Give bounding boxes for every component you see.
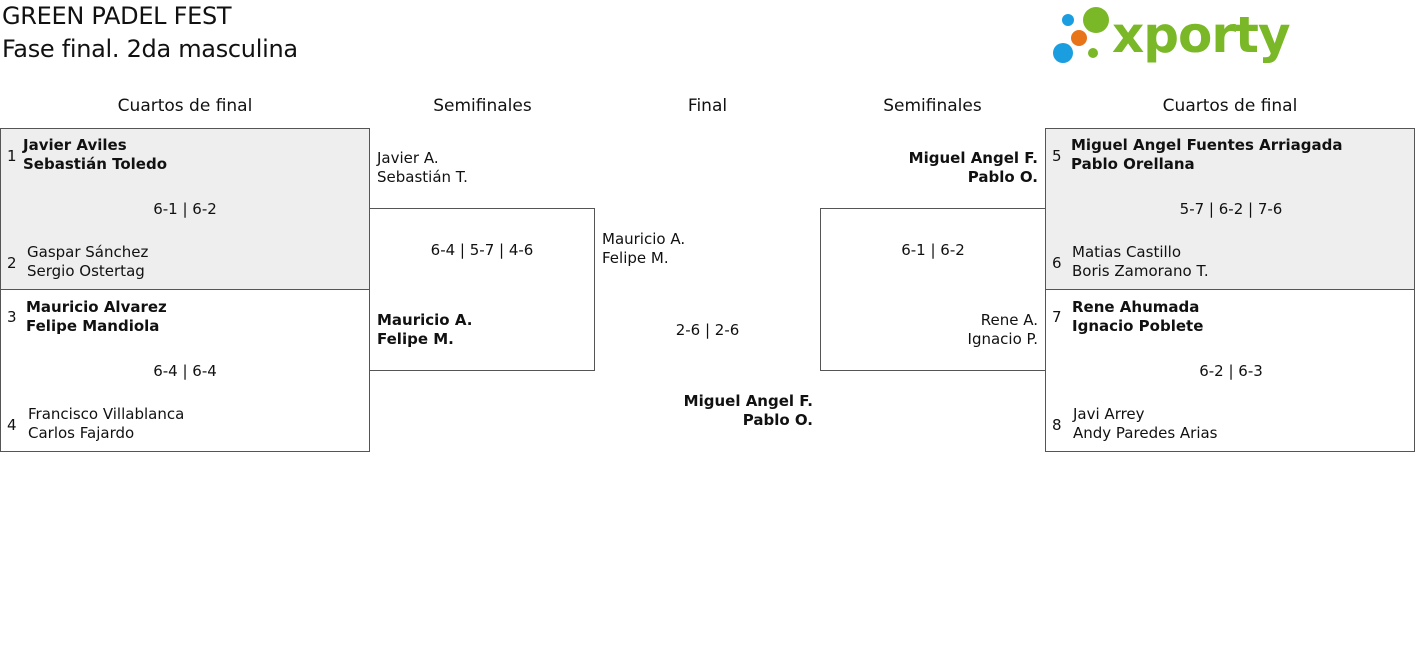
team-loser[interactable]: Rene A. Ignacio P. (827, 311, 1038, 349)
player-name: Mauricio Alvarez (26, 298, 167, 316)
final-team-top[interactable]: Mauricio A. Felipe M. (602, 230, 685, 268)
team-loser[interactable]: Matias Castillo Boris Zamorano T. (1072, 243, 1209, 281)
player-name: Miguel Angel Fuentes Arriagada (1071, 136, 1343, 154)
player-name: Felipe M. (602, 249, 669, 267)
team-winner[interactable]: Miguel Angel Fuentes Arriagada Pablo Ore… (1071, 136, 1343, 174)
player-name: Miguel Angel F. (683, 392, 813, 410)
left-sf-team-top[interactable]: Javier A. Sebastián T. (377, 149, 468, 187)
player-name: Mauricio A. (377, 311, 473, 329)
player-name: Felipe M. (377, 330, 454, 348)
final-team-winner[interactable]: Miguel Angel F. Pablo O. (600, 392, 813, 430)
match-score: 6-2 | 6-3 (1199, 362, 1263, 380)
header-right-semis: Semifinales (883, 96, 982, 116)
player-name: Javier Aviles (23, 136, 127, 154)
player-name: Mauricio A. (602, 230, 686, 248)
header-left-semis: Semifinales (433, 96, 532, 116)
player-name: Ignacio Poblete (1072, 317, 1204, 335)
player-name: Miguel Angel F. (908, 149, 1038, 167)
team-loser[interactable]: Francisco Villablanca Carlos Fajardo (28, 405, 184, 443)
player-name: Boris Zamorano T. (1072, 262, 1209, 280)
player-name: Matias Castillo (1072, 243, 1181, 261)
player-name: Ignacio P. (967, 330, 1038, 348)
player-name: Felipe Mandiola (26, 317, 160, 335)
match-right-sf[interactable]: 6-1 | 6-2 Rene A. Ignacio P. (820, 208, 1046, 371)
player-name: Javier A. (377, 149, 439, 167)
page-subtitle: Fase final. 2da masculina (2, 35, 298, 63)
match-right-qf-2[interactable]: 7 Rene Ahumada Ignacio Poblete 6-2 | 6-3… (1045, 289, 1415, 452)
match-score: 5-7 | 6-2 | 7-6 (1179, 200, 1283, 218)
logo-dots-icon (1053, 7, 1109, 63)
player-name: Rene Ahumada (1072, 298, 1200, 316)
seed-number: 7 (1052, 308, 1062, 326)
match-score: 6-4 | 6-4 (153, 362, 217, 380)
player-name: Javi Arrey (1073, 405, 1145, 423)
match-left-sf[interactable]: 6-4 | 5-7 | 4-6 Mauricio A. Felipe M. (369, 208, 595, 371)
seed-number: 5 (1052, 147, 1062, 165)
seed-number: 4 (7, 416, 17, 434)
seed-number: 6 (1052, 254, 1062, 272)
xporty-logo: xporty (1050, 4, 1291, 68)
right-sf-team-winner[interactable]: Miguel Angel F. Pablo O. (826, 149, 1038, 187)
header-left-quarters: Cuartos de final (117, 96, 253, 116)
player-name: Pablo O. (967, 168, 1038, 186)
seed-number: 2 (7, 254, 17, 272)
match-score: 6-1 | 6-2 (153, 200, 217, 218)
player-name: Sebastián T. (377, 168, 468, 186)
player-name: Gaspar Sánchez (27, 243, 149, 261)
team-winner[interactable]: Mauricio A. Felipe M. (377, 311, 472, 349)
player-name: Pablo Orellana (1071, 155, 1195, 173)
player-name: Andy Paredes Arias (1073, 424, 1218, 442)
page-title: GREEN PADEL FEST (2, 2, 232, 30)
header-final: Final (687, 96, 728, 116)
player-name: Rene A. (980, 311, 1038, 329)
team-loser[interactable]: Javi Arrey Andy Paredes Arias (1073, 405, 1218, 443)
bracket-page: GREEN PADEL FEST Fase final. 2da masculi… (0, 2, 1415, 452)
player-name: Sebastián Toledo (23, 155, 168, 173)
match-score: 6-4 | 5-7 | 4-6 (430, 241, 534, 259)
player-name: Francisco Villablanca (28, 405, 185, 423)
team-loser[interactable]: Gaspar Sánchez Sergio Ostertag (27, 243, 148, 281)
final-score: 2-6 | 2-6 (675, 321, 740, 339)
seed-number: 8 (1052, 416, 1062, 434)
team-winner[interactable]: Javier Aviles Sebastián Toledo (23, 136, 167, 174)
player-name: Carlos Fajardo (28, 424, 135, 442)
seed-number: 3 (7, 308, 17, 326)
match-right-qf-1[interactable]: 5 Miguel Angel Fuentes Arriagada Pablo O… (1045, 128, 1415, 290)
seed-number: 1 (7, 147, 17, 165)
match-left-qf-1[interactable]: 1 Javier Aviles Sebastián Toledo 6-1 | 6… (0, 128, 370, 290)
player-name: Pablo O. (742, 411, 813, 429)
logo-text: xporty (1112, 6, 1291, 64)
team-winner[interactable]: Mauricio Alvarez Felipe Mandiola (26, 298, 167, 336)
match-left-qf-2[interactable]: 3 Mauricio Alvarez Felipe Mandiola 6-4 |… (0, 289, 370, 452)
header-right-quarters: Cuartos de final (1162, 96, 1298, 116)
match-score: 6-1 | 6-2 (901, 241, 965, 259)
team-winner[interactable]: Rene Ahumada Ignacio Poblete (1072, 298, 1203, 336)
player-name: Sergio Ostertag (27, 262, 145, 280)
